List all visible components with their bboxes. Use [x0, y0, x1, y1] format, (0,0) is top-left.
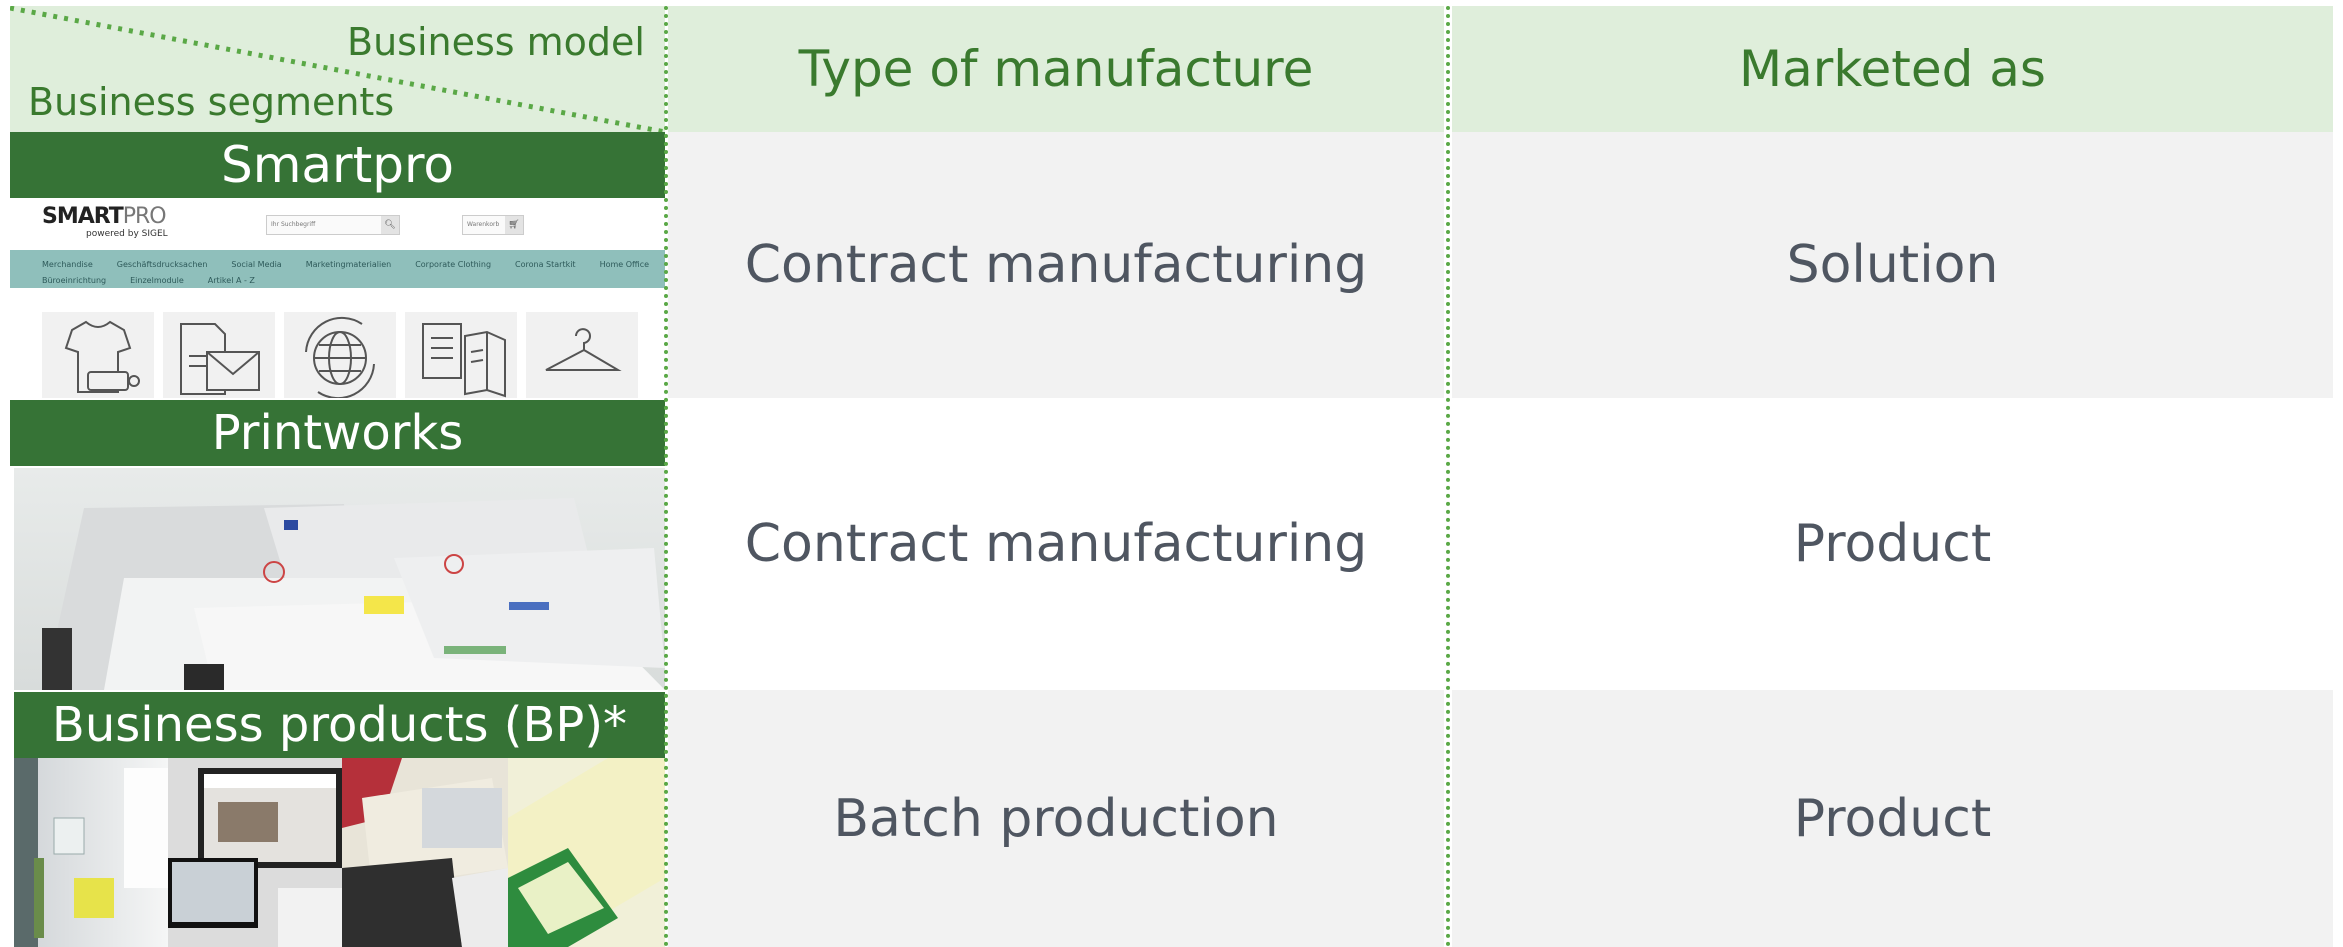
nav-item[interactable]: Social Media: [231, 259, 282, 269]
smartpro-logo: SMARTPRO powered by SIGEL: [42, 204, 168, 239]
cell-smartpro-marketed: Solution: [1452, 132, 2333, 398]
segment-label: Smartpro: [220, 136, 455, 194]
letterhead-sheets-image: [42, 498, 665, 690]
logo-accent: PRO: [122, 204, 167, 229]
cell-printworks-marketed: Product: [1452, 398, 2333, 690]
business-products-photo-strip: [14, 758, 665, 947]
nav-item[interactable]: Marketingmaterialien: [305, 259, 392, 269]
letter-envelope-icon: [180, 323, 260, 395]
business-model-label: Business model: [347, 20, 645, 64]
segment-band-printworks: Printworks: [10, 400, 665, 466]
nav-item[interactable]: Corona Startkit: [515, 259, 576, 269]
segment-band-business-products: Business products (BP)*: [14, 692, 665, 758]
preview-search-box[interactable]: Ihr Suchbegriff 🔍︎: [266, 215, 400, 235]
search-icon[interactable]: 🔍︎: [381, 216, 399, 234]
nav-item[interactable]: Einzelmodule: [130, 275, 184, 285]
nav-item[interactable]: Artikel A - Z: [207, 275, 255, 285]
notebooks-photo: [342, 758, 508, 947]
diagonal-divider: [10, 6, 665, 132]
logo-main: SMART: [42, 204, 124, 229]
pad-photo: [508, 758, 665, 947]
preview-cart-label: Warenkorb: [467, 221, 500, 228]
brochure-icon: [422, 323, 506, 398]
preview-cart-box[interactable]: Warenkorb 🛒︎: [462, 215, 524, 235]
tshirt-icon: [64, 320, 140, 393]
printworks-photo: [14, 468, 665, 690]
cell-business-products-type: Batch production: [668, 690, 1444, 947]
cell-business-products-marketed: Product: [1452, 690, 2333, 947]
laptop-photo: [168, 758, 342, 947]
smartpro-website-preview: SMARTPRO powered by SIGEL Ihr Suchbegrif…: [10, 198, 665, 398]
nav-item[interactable]: Geschäftsdrucksachen: [116, 259, 208, 269]
dotted-divider-left: [664, 6, 668, 947]
pad-image: [508, 758, 665, 947]
hanger-icon: [545, 328, 622, 371]
laptop-image: [168, 768, 342, 947]
cell-smartpro-type: Contract manufacturing: [668, 132, 1444, 398]
cell-printworks-type: Contract manufacturing: [668, 398, 1444, 690]
nav-item[interactable]: Merchandise: [42, 259, 93, 269]
logo-sub: powered by SIGEL: [86, 229, 168, 239]
office-room-image: [14, 758, 168, 947]
nav-item[interactable]: Home Office: [599, 259, 650, 269]
header-marketed-as: Marketed as: [1452, 6, 2333, 132]
office-room-photo: [14, 758, 168, 947]
business-segments-label: Business segments: [28, 80, 395, 124]
preview-nav-bar: Merchandise Geschäftsdrucksachen Social …: [10, 250, 665, 288]
tile-social-media[interactable]: [284, 312, 396, 398]
preview-search-placeholder: Ihr Suchbegriff: [271, 221, 316, 228]
header-corner-cell: Business model Business segments: [10, 6, 665, 132]
tile-business-print[interactable]: [163, 312, 275, 398]
header-type-of-manufacture: Type of manufacture: [668, 6, 1444, 132]
tile-merchandise[interactable]: [42, 312, 154, 398]
cart-icon[interactable]: 🛒︎: [505, 216, 523, 234]
segment-label: Printworks: [211, 405, 464, 461]
segment-band-smartpro: Smartpro: [10, 132, 665, 198]
tile-marketing-material[interactable]: [405, 312, 517, 398]
notebooks-image: [342, 758, 508, 947]
globe-icon: [305, 316, 375, 398]
nav-item[interactable]: Büroeinrichtung: [42, 275, 107, 285]
nav-item[interactable]: Corporate Clothing: [415, 259, 492, 269]
tile-corporate-clothing[interactable]: [526, 312, 638, 398]
dotted-divider-middle: [1446, 6, 1450, 947]
segment-label: Business products (BP)*: [51, 697, 628, 753]
